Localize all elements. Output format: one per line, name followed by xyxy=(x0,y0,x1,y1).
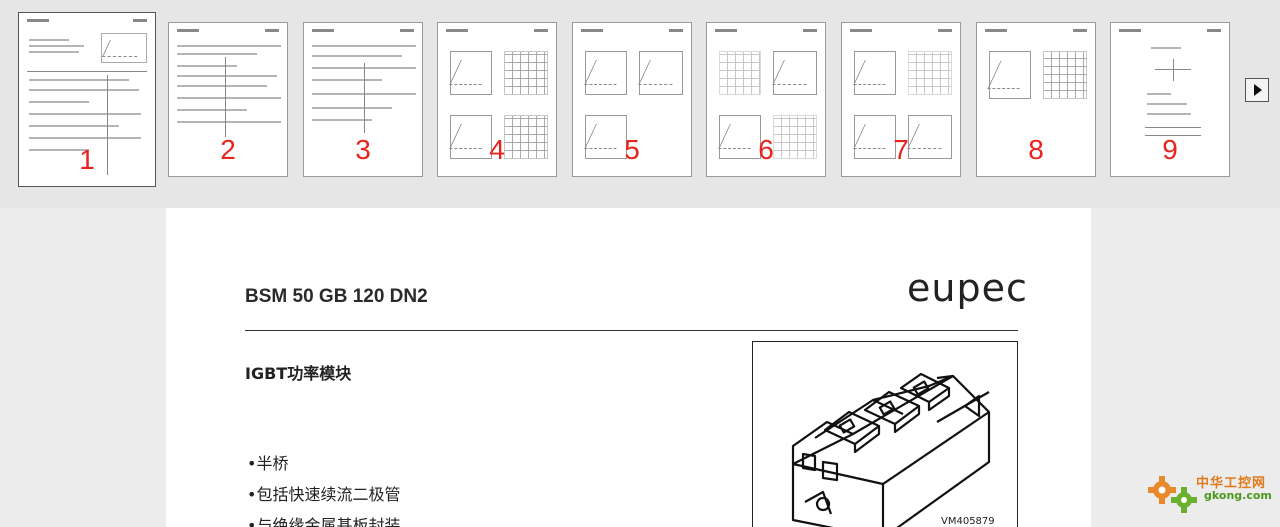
thumbnail-page-9[interactable]: 9 xyxy=(1110,22,1230,177)
thumbnail-number: 1 xyxy=(79,144,95,175)
triangle-right-icon xyxy=(1254,84,1262,96)
module-figure: VM405879 xyxy=(752,341,1018,527)
thumbnail-page-5[interactable]: 5 xyxy=(572,22,692,177)
thumbnail-number: 9 xyxy=(1162,134,1178,165)
thumbnail-page-6[interactable]: 6 xyxy=(706,22,826,177)
document-subtitle: IGBT功率模块 xyxy=(245,364,352,383)
gear-icon xyxy=(1148,476,1197,513)
thumbnail-number: 6 xyxy=(758,134,774,165)
document-page: BSM 50 GB 120 DN2 eupec IGBT功率模块 •半桥 •包括… xyxy=(166,208,1091,527)
document-title: BSM 50 GB 120 DN2 xyxy=(245,286,428,307)
thumbnail-page-8[interactable]: 8 xyxy=(976,22,1096,177)
list-item: •与绝缘金属基板封装 xyxy=(247,516,401,527)
thumbnail-page-1[interactable]: 1 xyxy=(18,12,156,187)
feature-list: •半桥 •包括快速续流二极管 •与绝缘金属基板封装 xyxy=(247,450,400,527)
igbt-module-drawing xyxy=(791,372,991,527)
thumbnail-strip: 1 2 3 4 5 xyxy=(0,0,1280,208)
brand-logo: eupec xyxy=(907,266,1028,310)
watermark: 中华工控网 gkong.com xyxy=(1146,468,1276,518)
header-divider xyxy=(245,330,1018,331)
thumbnail-number: 3 xyxy=(355,134,371,165)
thumbnail-number: 4 xyxy=(489,134,505,165)
watermark-cn: 中华工控网 xyxy=(1196,476,1267,491)
list-item: •半桥 xyxy=(247,454,289,473)
thumbnail-page-7[interactable]: 7 xyxy=(841,22,961,177)
thumbnail-page-2[interactable]: 2 xyxy=(168,22,288,177)
thumbnail-number: 7 xyxy=(893,134,909,165)
thumbnail-number: 2 xyxy=(220,134,236,165)
thumbnail-page-4[interactable]: 4 xyxy=(437,22,557,177)
thumbnail-number: 5 xyxy=(624,134,640,165)
list-item: •包括快速续流二极管 xyxy=(247,485,401,504)
watermark-en: gkong.com xyxy=(1204,489,1272,502)
next-pages-button[interactable] xyxy=(1245,78,1269,102)
figure-code: VM405879 xyxy=(941,516,995,527)
thumbnail-page-3[interactable]: 3 xyxy=(303,22,423,177)
thumbnail-number: 8 xyxy=(1028,134,1044,165)
